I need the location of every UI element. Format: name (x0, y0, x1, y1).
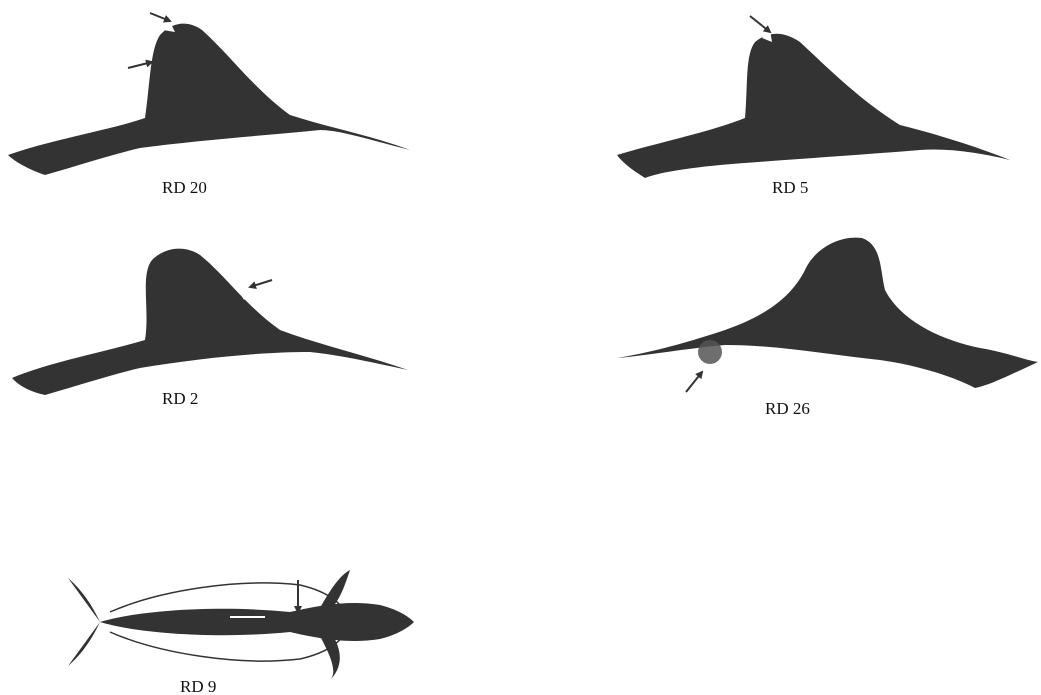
tail-flukes (68, 578, 100, 666)
figure-label-rd2: RD 2 (162, 389, 198, 408)
figure-label-rd9: RD 9 (180, 677, 216, 695)
pectoral-fin-lower (320, 634, 340, 680)
fin-rd2: RD 2 (12, 249, 408, 408)
dolphin-body-top-view (100, 603, 414, 641)
dorsal-fin-silhouette (617, 34, 1010, 178)
dorsal-fin-silhouette (617, 238, 1038, 388)
figure-label-rd26: RD 26 (765, 399, 810, 418)
arrow-left (128, 62, 152, 68)
arrow-up (686, 372, 702, 392)
fin-rd20: RD 20 (8, 13, 410, 197)
fin-rd5: RD 5 (617, 16, 1010, 197)
arrow-top (750, 16, 770, 32)
figure-label-rd5: RD 5 (772, 178, 808, 197)
figure-label-rd20: RD 20 (162, 178, 207, 197)
arrow-top (150, 13, 170, 21)
dolphin-rd9: RD 9 (68, 570, 414, 695)
lesion-spot (698, 340, 722, 364)
fin-rd26: RD 26 (617, 238, 1038, 418)
arrow-right (250, 280, 272, 287)
dorsal-fin-silhouette (12, 249, 408, 395)
dorsal-fin-silhouette (8, 24, 410, 175)
